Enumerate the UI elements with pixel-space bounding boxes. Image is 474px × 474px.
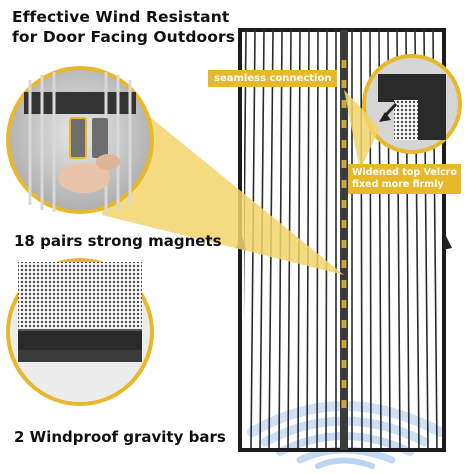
seamless-connection-label: seamless connection xyxy=(214,73,332,84)
magnet-callout-beam xyxy=(102,78,344,275)
gravity-bar-circle xyxy=(6,258,154,406)
magnet-seam xyxy=(340,30,348,450)
velcro-label-line-1: Widened top Velcro xyxy=(352,167,457,178)
seamless-connection-badge: seamless connection xyxy=(208,70,338,87)
velcro-callout-beam xyxy=(344,90,380,170)
magnet-closeup-circle xyxy=(6,66,154,214)
headline-line-1: Effective Wind Resistant xyxy=(12,8,230,26)
velcro-corner-circle xyxy=(362,54,462,154)
magnets-caption: 18 pairs strong magnets xyxy=(14,232,222,250)
gravity-bars-caption: 2 Windproof gravity bars xyxy=(14,428,226,446)
velcro-label-line-2: fixed more firmly xyxy=(352,179,444,190)
headline-line-2: for Door Facing Outdoors xyxy=(12,28,236,46)
velcro-badge: Widened top Velcro fixed more firmly xyxy=(348,164,461,194)
